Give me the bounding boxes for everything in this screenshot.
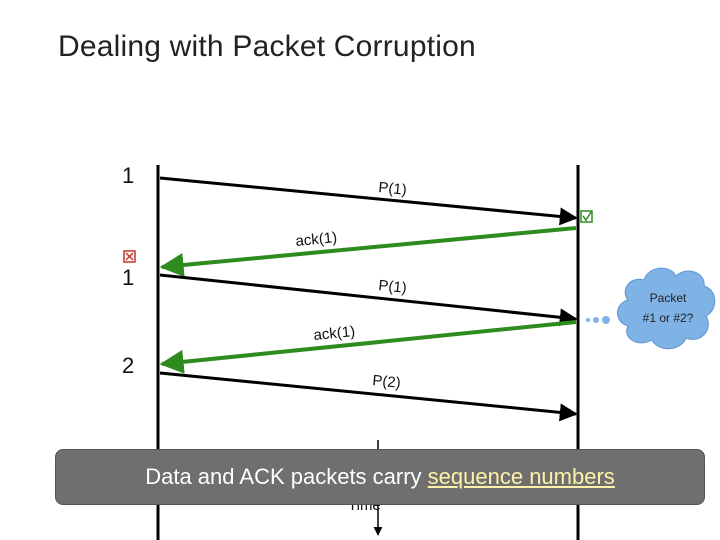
check-icon: [580, 210, 593, 223]
label-p2: P(2): [372, 372, 402, 392]
ack-arrow-first: [159, 226, 577, 277]
label-ack1-second: ack(1): [313, 323, 356, 344]
slide-title: Dealing with Packet Corruption: [58, 30, 476, 63]
thought-dots: [586, 316, 610, 324]
banner-underlined: sequence numbers: [427, 464, 615, 489]
cloud-text-line2: #1 or #2?: [643, 311, 694, 325]
sender-seq-3: 2: [122, 353, 134, 378]
data-arrow-p1-first: [159, 176, 578, 226]
label-p1-retransmit: P(1): [378, 277, 408, 297]
ack-arrow-second: [159, 320, 577, 374]
label-p1-first: P(1): [378, 179, 408, 199]
summary-banner: Data and ACK packets carry sequence numb…: [55, 449, 705, 505]
banner-prefix: Data and ACK packets carry: [145, 464, 428, 489]
banner-text: Data and ACK packets carry sequence numb…: [56, 464, 704, 490]
corrupted-icon: [123, 250, 136, 263]
data-arrow-p1-retransmit: [159, 273, 578, 327]
sender-seq-2: 1: [122, 265, 134, 290]
cloud-text-line1: Packet: [650, 291, 687, 305]
sender-seq-1: 1: [122, 163, 134, 188]
label-ack1-first: ack(1): [295, 229, 338, 250]
data-arrow-p2: [159, 371, 578, 422]
question-cloud: Packet #1 or #2?: [617, 267, 716, 350]
